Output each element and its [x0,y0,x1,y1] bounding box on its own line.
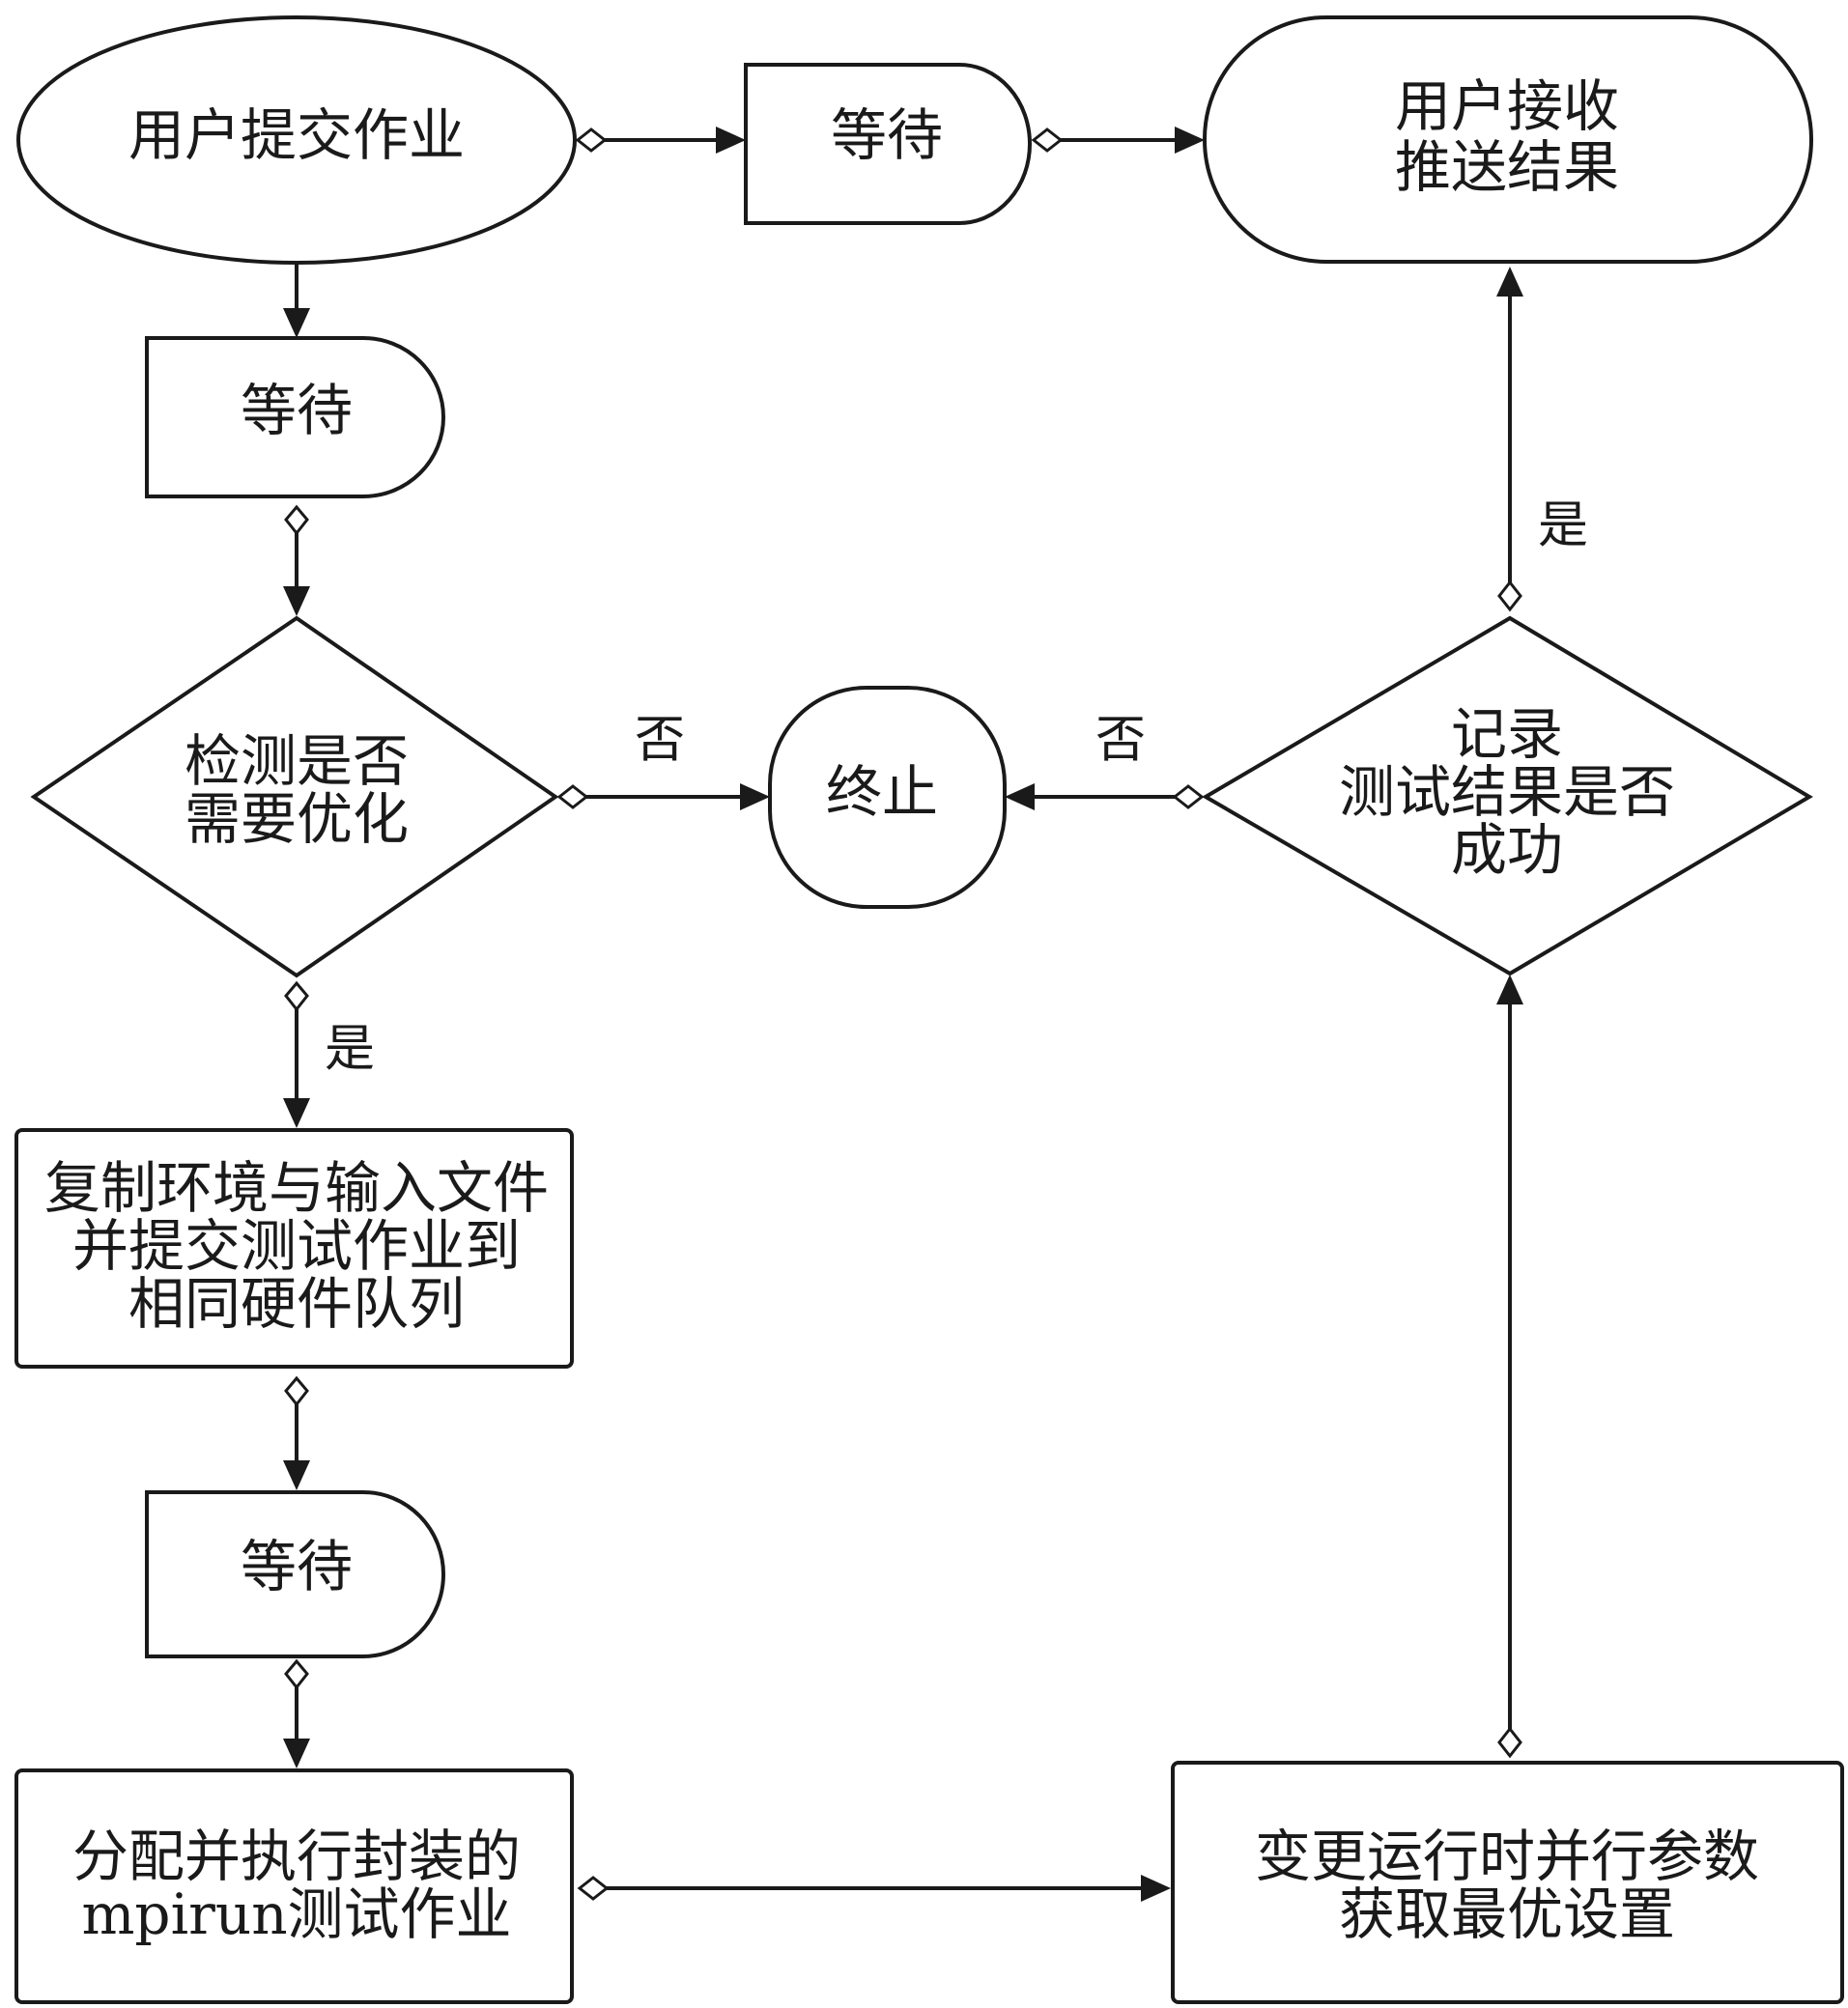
node-label-line-1: 复制环境与输入文件 [44,1155,549,1221]
edge-label-yes-1: 是 [325,1021,375,1079]
node-label-line-2: 需要优化 [185,786,409,852]
edge-check-to-copy: 是 [283,980,375,1128]
node-check-optimize: 检测是否 需要优化 [30,615,559,978]
edge-label-no-2: 否 [1095,712,1146,770]
node-receive-result: 用户接收 推送结果 [1203,15,1813,264]
edge-change-to-record [1496,975,1523,1759]
edge-wait-1-to-check [283,504,310,616]
node-label-line-2: 获取最优设置 [1339,1881,1675,1947]
connectors: 否 是 [283,127,1588,1902]
edge-record-to-receive: 是 [1496,267,1588,612]
node-label-line-1: 用户接收 [1395,73,1619,139]
edge-submit-to-wait-top [575,127,746,154]
edge-check-to-terminate: 否 [556,712,770,810]
node-terminate: 终止 [768,686,1007,909]
node-wait-1: 等待 [145,336,445,498]
node-change-params: 变更运行时并行参数 获取最优设置 [1171,1761,1844,2004]
node-label: 用户提交作业 [128,102,465,168]
node-label-line-1: 记录 [1451,701,1563,767]
edge-copy-to-wait-2 [283,1375,310,1490]
node-label-line-2: 测试结果是否 [1339,759,1675,825]
edge-record-to-terminate: 否 [1005,712,1205,810]
node-label-line-1: 变更运行时并行参数 [1255,1824,1759,1889]
node-label-line-3: 相同硬件队列 [128,1271,465,1337]
node-label-line-1: 检测是否 [185,728,409,794]
edge-submit-to-wait-1 [283,263,310,338]
node-label-line-3: 成功 [1451,817,1563,883]
node-submit-job: 用户提交作业 [16,15,577,265]
node-label: 等待 [241,378,353,443]
node-label-line-2: 推送结果 [1395,134,1619,200]
node-label-line-1: 分配并执行封装的 [72,1824,521,1889]
node-label: 等待 [241,1534,353,1599]
node-label-line-2: 并提交测试作业到 [72,1213,521,1279]
edge-alloc-to-change [577,1875,1171,1902]
node-alloc-exec: 分配并执行封装的 mpirun测试作业 [14,1768,574,2004]
edge-wait-2-to-alloc [283,1658,310,1768]
node-label: 等待 [831,102,943,168]
node-record-result: 记录 测试结果是否 成功 [1202,615,1813,976]
node-wait-2: 等待 [145,1490,445,1658]
node-copy-env: 复制环境与输入文件 并提交测试作业到 相同硬件队列 [14,1128,574,1369]
node-label-line-2: mpirun测试作业 [81,1881,511,1947]
node-wait-top: 等待 [744,63,1032,225]
edge-wait-top-to-receive [1031,127,1205,154]
edge-label-no-1: 否 [635,712,685,770]
node-label: 终止 [826,759,938,825]
edge-label-yes-2: 是 [1538,497,1588,555]
